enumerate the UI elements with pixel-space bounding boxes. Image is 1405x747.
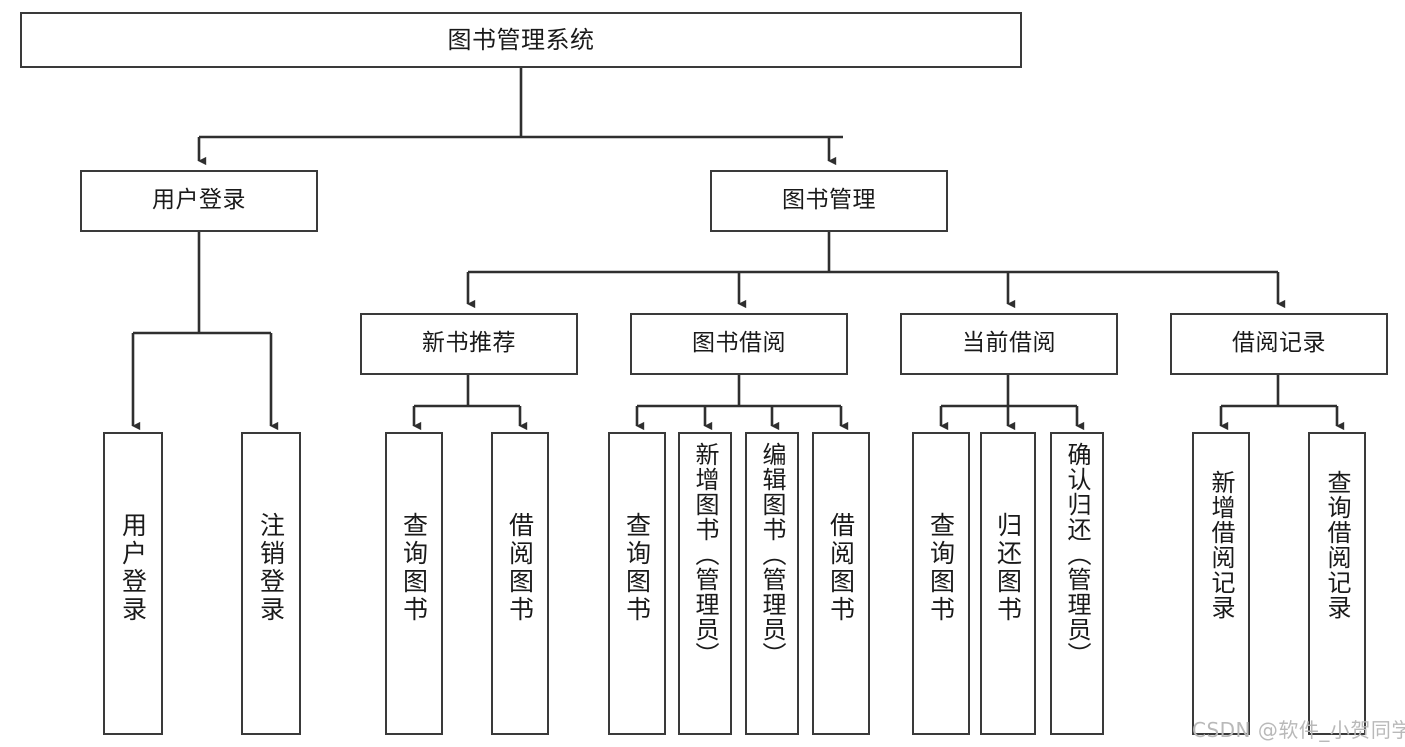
node-leaf-query-record-label: 查询借阅记录: [1323, 470, 1351, 620]
node-leaf-query-record[interactable]: 查询借阅记录: [1308, 432, 1366, 735]
node-leaf-borrow-book-1-label: 借阅图书: [505, 512, 535, 624]
node-leaf-add-book-label: 新增图书（管理员）: [691, 442, 719, 667]
node-leaf-user-login-label: 用户登录: [118, 512, 148, 624]
node-leaf-query-book-1[interactable]: 查询图书: [385, 432, 443, 735]
node-leaf-return-book-label: 归还图书: [993, 512, 1023, 624]
node-leaf-query-book-1-label: 查询图书: [399, 512, 429, 624]
node-leaf-return-book[interactable]: 归还图书: [980, 432, 1036, 735]
node-user-login-label: 用户登录: [152, 187, 246, 214]
node-leaf-add-record-label: 新增借阅记录: [1207, 470, 1235, 620]
node-leaf-query-book-2[interactable]: 查询图书: [608, 432, 666, 735]
node-root-label: 图书管理系统: [447, 25, 595, 54]
node-book-manage-label: 图书管理: [782, 187, 876, 214]
node-leaf-add-record[interactable]: 新增借阅记录: [1192, 432, 1250, 735]
node-leaf-query-book-2-label: 查询图书: [622, 512, 652, 624]
node-leaf-add-book[interactable]: 新增图书（管理员）: [678, 432, 732, 735]
node-current-borrow-label: 当前借阅: [962, 330, 1056, 357]
node-leaf-logout[interactable]: 注销登录: [241, 432, 301, 735]
node-leaf-borrow-book-2-label: 借阅图书: [826, 512, 856, 624]
node-book-borrow[interactable]: 图书借阅: [630, 313, 848, 375]
node-new-book-rec-label: 新书推荐: [422, 330, 516, 357]
node-leaf-query-book-3[interactable]: 查询图书: [912, 432, 970, 735]
node-leaf-confirm-return-label: 确认归还（管理员）: [1063, 442, 1091, 667]
node-current-borrow[interactable]: 当前借阅: [900, 313, 1118, 375]
node-leaf-user-login[interactable]: 用户登录: [103, 432, 163, 735]
node-leaf-query-book-3-label: 查询图书: [926, 512, 956, 624]
node-book-borrow-label: 图书借阅: [692, 330, 786, 357]
node-root[interactable]: 图书管理系统: [20, 12, 1022, 68]
node-borrow-record-label: 借阅记录: [1232, 330, 1326, 357]
node-leaf-borrow-book-2[interactable]: 借阅图书: [812, 432, 870, 735]
node-user-login[interactable]: 用户登录: [80, 170, 318, 232]
node-leaf-confirm-return[interactable]: 确认归还（管理员）: [1050, 432, 1104, 735]
node-book-manage[interactable]: 图书管理: [710, 170, 948, 232]
node-new-book-rec[interactable]: 新书推荐: [360, 313, 578, 375]
node-leaf-logout-label: 注销登录: [256, 512, 286, 624]
node-borrow-record[interactable]: 借阅记录: [1170, 313, 1388, 375]
node-leaf-borrow-book-1[interactable]: 借阅图书: [491, 432, 549, 735]
csdn-watermark: CSDN @软件_小贺同学: [1192, 718, 1405, 742]
node-leaf-edit-book-label: 编辑图书（管理员）: [758, 442, 786, 667]
node-leaf-edit-book[interactable]: 编辑图书（管理员）: [745, 432, 799, 735]
